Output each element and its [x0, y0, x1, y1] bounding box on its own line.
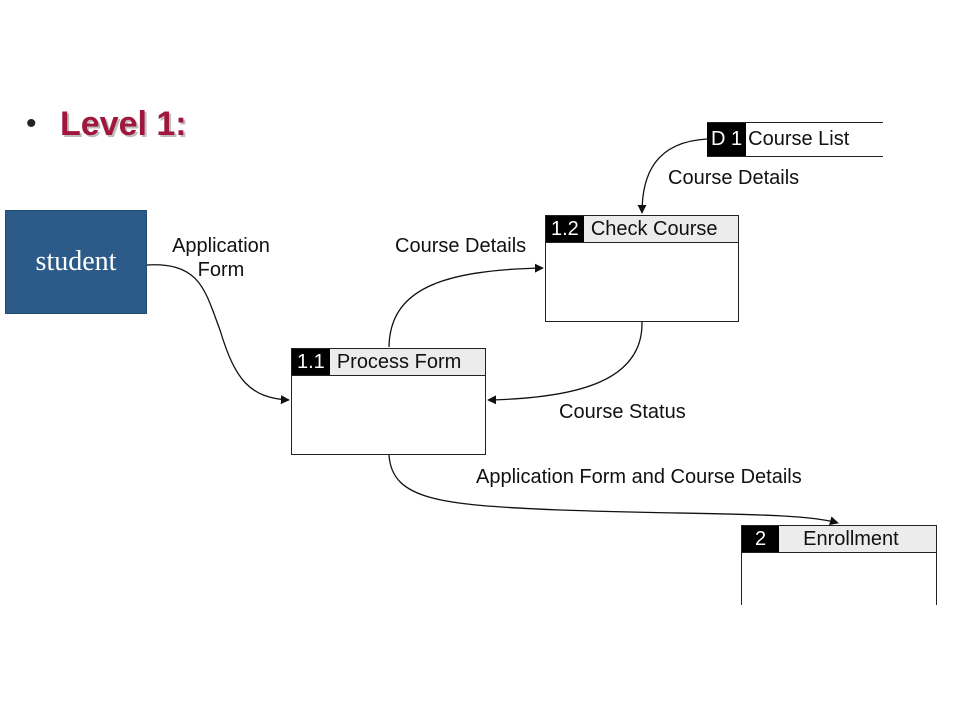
flow-store-course-details-arrow	[637, 138, 708, 214]
flow-application-form-arrow	[146, 264, 290, 405]
flow-to-enrollment-arrow	[388, 454, 839, 526]
flow-label-course-details: Course Details	[395, 235, 527, 257]
process-id: 1.1	[292, 349, 330, 375]
flow-label-application-form-and-course-details: Application Form and Course Details	[476, 466, 802, 488]
process-id: 2	[742, 526, 780, 552]
process-header: 1.1 Process Form	[292, 349, 485, 376]
external-entity-student[interactable]: student	[5, 210, 147, 314]
process-id: 1.2	[546, 216, 584, 242]
flow-label-application-form: Application Form	[172, 235, 270, 281]
data-store-name: Course List	[748, 128, 850, 150]
flow-label-store-course-details: Course Details	[668, 167, 800, 189]
flow-course-status-arrow	[487, 321, 643, 405]
slide-heading: Level 1:	[60, 105, 187, 143]
bullet-marker: •	[26, 107, 37, 140]
data-store-course-list[interactable]: D 1 Course List	[707, 122, 883, 157]
process-header: 1.2 Check Course	[546, 216, 738, 243]
flow-label-course-status: Course Status	[559, 401, 686, 423]
flow-course-details-arrow	[388, 263, 544, 348]
data-store-id: D 1	[707, 123, 747, 156]
process-2[interactable]: 2 Enrollment	[741, 525, 937, 605]
process-name: Check Course	[590, 218, 718, 240]
process-header: 2 Enrollment	[742, 526, 936, 553]
entity-label: student	[35, 246, 117, 277]
process-1-2[interactable]: 1.2 Check Course	[545, 215, 739, 322]
process-name: Enrollment	[803, 528, 899, 550]
process-name: Process Form	[336, 351, 462, 373]
process-1-1[interactable]: 1.1 Process Form	[291, 348, 486, 455]
